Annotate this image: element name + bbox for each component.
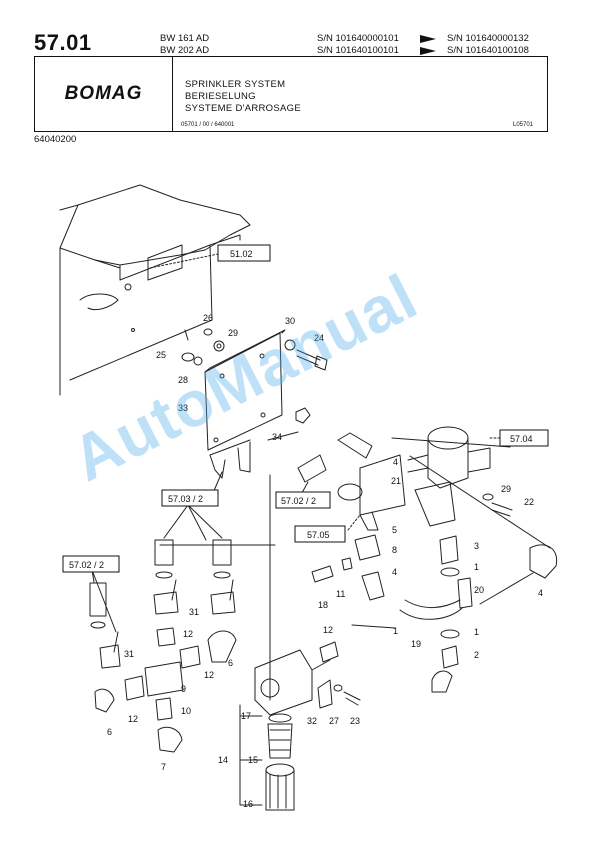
callout: 24: [314, 333, 324, 343]
washers: [181, 328, 296, 366]
title-de: BERIESELUNG: [185, 91, 256, 102]
title-fr: SYSTEME D'ARROSAGE: [185, 103, 301, 114]
callout: 10: [181, 706, 191, 716]
document-number: 64040200: [34, 134, 77, 145]
bolt-24: [296, 349, 328, 371]
ref-label-57032: 57.03 / 2: [168, 494, 203, 504]
title-block: BOMAG SPRINKLER SYSTEM BERIESELUNG SYSTE…: [34, 56, 548, 132]
serial-from-2: S/N 101640100101: [317, 45, 399, 56]
arrow-right-icon: [420, 35, 436, 43]
callout: 29: [228, 328, 238, 338]
callout: 9: [181, 684, 186, 694]
callout: 33: [178, 403, 188, 413]
ref-label-57022-mid: 57.02 / 2: [281, 496, 316, 506]
callout: 6: [107, 727, 112, 737]
callout: 31: [189, 607, 199, 617]
page-number: 57.01: [34, 30, 92, 55]
ref-box-57032: [161, 489, 219, 507]
callout: 4: [538, 588, 543, 598]
ref-label-5102: 51.02: [230, 249, 253, 259]
model-2: BW 202 AD: [160, 45, 210, 56]
arrow-right-icon: [420, 47, 436, 55]
callout: 16: [243, 799, 253, 809]
callout: 11: [336, 589, 345, 599]
callout: 1: [474, 562, 479, 572]
callout: 12: [128, 714, 138, 724]
figure-code: L05701: [513, 122, 534, 128]
callout: 28: [178, 375, 188, 385]
callout: 4: [393, 457, 398, 467]
ref-box-5704: [499, 429, 549, 447]
callout: 12: [204, 670, 214, 680]
callout: 21: [391, 476, 401, 486]
callout: 3: [474, 541, 479, 551]
ref-box-57022-mid: [275, 491, 331, 509]
brand-logo: BOMAG: [64, 83, 143, 104]
ref-box-5705: [294, 525, 346, 543]
valve-group-left: [89, 539, 237, 753]
ref-label-5704: 57.04: [510, 434, 533, 444]
machine-frame: [59, 184, 251, 396]
callout: 18: [318, 600, 328, 610]
callout: 25: [156, 350, 166, 360]
leader-lines-solid: [91, 471, 309, 806]
ref-box-57022-left: [62, 555, 120, 573]
callout: 34: [272, 432, 282, 442]
callout: 14: [218, 755, 228, 765]
callout: 30: [285, 316, 295, 326]
model-1: BW 161 AD: [160, 33, 210, 44]
callout: 8: [392, 545, 397, 555]
filter-assembly: [254, 641, 361, 811]
callout: 7: [161, 762, 166, 772]
callout: 19: [411, 639, 421, 649]
callout: 29: [501, 484, 511, 494]
title-en: SPRINKLER SYSTEM: [185, 79, 286, 90]
ref-label-57022-left: 57.02 / 2: [69, 560, 104, 570]
callout: 12: [323, 625, 333, 635]
callout: 12: [183, 629, 193, 639]
callout: 23: [350, 716, 360, 726]
callout: 32: [307, 716, 317, 726]
callout: 15: [248, 755, 258, 765]
callout: 2: [474, 650, 479, 660]
callout: 26: [203, 313, 213, 323]
pump-assembly: [337, 426, 491, 527]
hose-lines: [159, 431, 551, 701]
mounting-plate: [204, 329, 286, 479]
nut-34: [295, 407, 311, 424]
serial-to-1: S/N 101640000132: [447, 33, 529, 44]
callout: 20: [474, 585, 484, 595]
fittings-right: [297, 432, 558, 693]
callout: 4: [392, 567, 397, 577]
serial-from-1: S/N 101640000101: [317, 33, 399, 44]
logo-cell: BOMAG: [35, 57, 173, 131]
callout: 27: [329, 716, 339, 726]
callout: 31: [124, 649, 134, 659]
leader-lines: [149, 253, 501, 531]
ref-box-5102: [217, 244, 271, 262]
ref-label-5705: 57.05: [307, 530, 330, 540]
serial-to-2: S/N 101640100108: [447, 45, 529, 56]
callout: 17: [241, 711, 251, 721]
callout: 1: [474, 627, 479, 637]
callout: 22: [524, 497, 534, 507]
callout: 1: [393, 626, 398, 636]
callout: 6: [228, 658, 233, 668]
callout: 5: [392, 525, 397, 535]
drawing-code: 05701 / 00 / 640001: [181, 122, 235, 128]
